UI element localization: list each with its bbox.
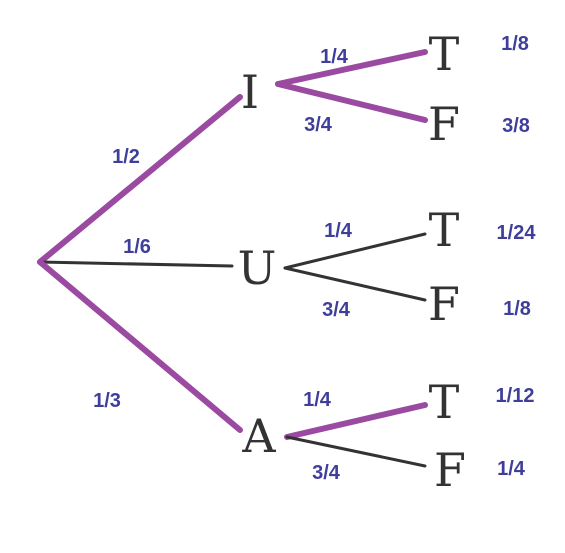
node-I-T: T (429, 27, 460, 81)
prob-U-to-T: 1/4 (324, 220, 353, 242)
branch-I-to-F (275, 81, 428, 123)
branch-A-to-F (285, 435, 427, 468)
branch-U-to-F (283, 266, 427, 302)
node-A-T: T (429, 375, 460, 429)
prob-A-to-T: 1/4 (303, 389, 332, 411)
node-U-F: F (428, 277, 460, 331)
prob-A-to-F: 3/4 (312, 462, 341, 484)
node-A: A (241, 409, 276, 463)
branch-root-to-I (37, 94, 243, 265)
prob-root-to-I: 1/2 (112, 146, 140, 168)
joint-prob-A-F: 1/4 (497, 458, 526, 480)
branch-root-to-A (37, 259, 243, 433)
joint-prob-A-T: 1/12 (496, 385, 535, 407)
joint-prob-U-F: 1/8 (503, 298, 531, 320)
joint-prob-U-T: 1/24 (497, 222, 537, 244)
branch-root-to-U (38, 260, 234, 268)
branch-A-to-T (284, 402, 428, 440)
joint-prob-I-T: 1/8 (501, 33, 529, 55)
branch-I-to-T (275, 49, 428, 87)
branch-U-to-T (283, 232, 427, 270)
prob-I-to-T: 1/4 (320, 46, 349, 68)
node-I-F: F (428, 97, 460, 151)
joint-prob-I-F: 3/8 (502, 115, 530, 137)
node-U: U (238, 241, 277, 295)
prob-root-to-A: 1/3 (93, 390, 121, 412)
prob-root-to-U: 1/6 (123, 236, 151, 258)
node-U-T: T (429, 203, 460, 257)
node-I: I (241, 65, 259, 119)
prob-U-to-F: 3/4 (322, 299, 351, 321)
prob-I-to-F: 3/4 (304, 114, 333, 136)
node-A-F: F (434, 443, 466, 497)
